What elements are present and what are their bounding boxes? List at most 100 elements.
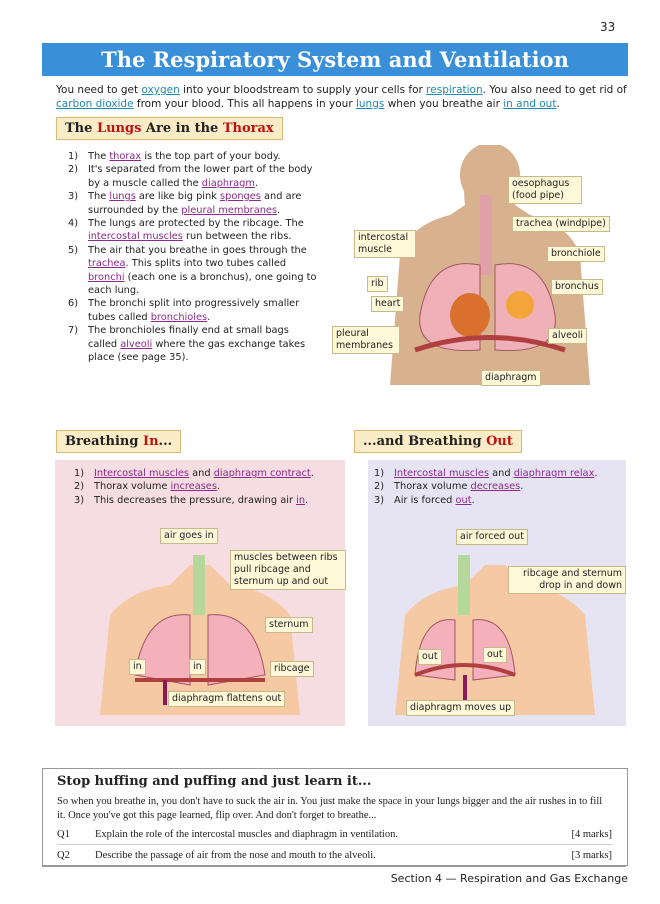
list-item: 1) The thorax is the top part of your bod… <box>68 150 318 163</box>
list-text-part: run between the ribs. <box>182 231 292 243</box>
list-text-part: . <box>216 481 221 493</box>
list-text-part: The <box>88 191 110 203</box>
header-highlight: Out <box>486 434 513 449</box>
list-text-part: Air is forced <box>394 494 456 506</box>
footer-section: Section 4 — Respiration and Gas Exchange <box>390 872 628 885</box>
question-row: Q2 Describe the passage of air from the … <box>57 845 612 867</box>
list-text-part: Thorax volume <box>394 481 471 493</box>
keyword: lungs <box>355 98 385 110</box>
keyword: intercostal muscles <box>88 231 183 243</box>
header-highlight: Thorax <box>222 121 274 136</box>
label-diaphragm: diaphragm <box>481 370 541 386</box>
list-text: The thorax is the top part of your body. <box>88 150 280 163</box>
label-in-right: in <box>189 659 206 675</box>
list-text-part: and are surrounded by the <box>88 191 302 216</box>
list-number: 3) <box>374 494 385 506</box>
keyword: bronchi <box>88 271 125 283</box>
list-number: 1) <box>374 468 385 479</box>
list-text-part: . <box>520 481 524 493</box>
keyword: respiration <box>426 84 483 96</box>
keyword: Intercostal muscles <box>94 468 190 479</box>
list-text-part: . This splits into two tubes called <box>125 258 287 270</box>
list-item: 1)Intercostal muscles and diaphragm cont… <box>74 467 344 480</box>
list-text-part: (each one is a bronchus), one going to e… <box>88 271 317 297</box>
list-number: 2) <box>68 164 79 176</box>
keyword: diaphragm <box>201 177 255 189</box>
list-text-part: The bronchi split into progressively sma… <box>88 298 300 323</box>
intro-text: . <box>556 98 560 110</box>
keyword: pleural membranes <box>181 204 278 216</box>
list-text: The lungs are protected by the ribcage. … <box>88 217 318 244</box>
list-text-part: . <box>207 311 211 323</box>
list-item: 3) This decreases the pressure, drawing a… <box>74 494 344 507</box>
list-text-part: are like big pink <box>135 191 221 203</box>
label-intercostal-muscle: intercostal muscle <box>354 230 416 258</box>
list-number: 1) <box>74 468 85 479</box>
label-muscles: muscles between ribs pull ribcage and st… <box>230 550 346 590</box>
intro-text: when you breathe air <box>384 98 504 110</box>
lungs-diagram <box>390 145 590 385</box>
label-alveoli: alveoli <box>548 328 588 344</box>
list-number: 4) <box>68 218 79 230</box>
keyword: bronchioles <box>150 311 208 323</box>
keyword: trachea <box>88 258 126 270</box>
intro-text: into your bloodstream to supply your cel… <box>179 84 427 96</box>
list-item: 2) It's separated from the lower part of … <box>68 163 318 190</box>
label-pleural-membranes: pleural membranes <box>332 326 400 354</box>
list-item: 3) The lungs are like big pink sponges an… <box>68 190 318 217</box>
keyword: sponges <box>220 191 261 203</box>
list-item: 4) The lungs are protected by the ribcage… <box>68 217 318 244</box>
list-text: This decreases the pressure, drawing air… <box>94 494 308 507</box>
diaphragm-shape <box>414 335 566 353</box>
keyword: in <box>296 494 306 506</box>
questions-list: Q1 Explain the role of the intercostal m… <box>57 826 612 867</box>
label-sternum: sternum <box>265 617 313 633</box>
breathing-in-diagram <box>100 555 300 715</box>
list-item: 1)Intercostal muscles and diaphragm rela… <box>374 467 624 480</box>
label-out-left: out <box>418 649 442 665</box>
list-text-part: The <box>88 151 110 162</box>
list-text-part: . <box>305 494 309 506</box>
intro-text: . You also need to get rid of <box>482 84 627 96</box>
intro-text: from your blood. This all happens in you… <box>133 98 356 110</box>
breathing-out-header: ...and Breathing Out <box>354 430 522 453</box>
list-item: 3)Air is forced out. <box>374 494 624 507</box>
list-number: 1) <box>68 151 79 162</box>
list-item: 5)The air that you breathe in goes throu… <box>68 244 318 298</box>
list-text: The lungs are like big pink sponges and … <box>88 190 318 217</box>
label-diaphragm-moves-up: diaphragm moves up <box>406 700 516 716</box>
list-text: Thorax volume increases. <box>94 480 220 493</box>
label-bronchus: bronchus <box>551 279 603 295</box>
list-text-part: . <box>594 468 598 479</box>
list-text-part: . <box>277 204 281 216</box>
breathing-in-list: 1)Intercostal muscles and diaphragm cont… <box>74 467 344 507</box>
trachea-shape <box>480 195 492 275</box>
header-highlight: In <box>143 434 159 449</box>
trachea-shape <box>458 555 470 615</box>
list-text: It's separated from the lower part of th… <box>88 163 318 190</box>
keyword: lungs <box>109 191 136 203</box>
list-number: 2) <box>74 481 85 493</box>
summary-box: Stop huffing and puffing and just learn … <box>42 768 628 866</box>
list-text: The air that you breathe in goes through… <box>88 244 318 298</box>
keyword: carbon dioxide <box>56 98 134 110</box>
header-highlight: Lungs <box>96 121 142 136</box>
list-item: 2)Thorax volume decreases. <box>374 480 624 493</box>
label-out-right: out <box>483 647 507 663</box>
list-number: 3) <box>68 191 79 203</box>
lungs-section-header: The Lungs Are in the Thorax <box>56 117 283 140</box>
list-text-part: and <box>489 468 514 479</box>
keyword: decreases <box>470 481 521 493</box>
summary-heading: Stop huffing and puffing and just learn … <box>57 774 372 789</box>
diaphragm-shape <box>414 663 516 677</box>
label-ribcage: ribcage <box>270 661 314 677</box>
trachea-shape <box>193 555 205 615</box>
list-text-part: Thorax volume <box>94 481 171 493</box>
keyword: thorax <box>109 151 142 162</box>
list-number: 3) <box>74 494 85 506</box>
lungs-list: 1) The thorax is the top part of your bod… <box>68 150 318 365</box>
list-text: The bronchioles finally end at small bag… <box>88 324 318 364</box>
label-ribcage-sternum: ribcage and sternum drop in and down <box>508 566 626 594</box>
intro-paragraph: You need to get oxygen into your bloodst… <box>56 83 628 111</box>
list-text-part: where the gas exchange takes place (see … <box>88 338 306 364</box>
